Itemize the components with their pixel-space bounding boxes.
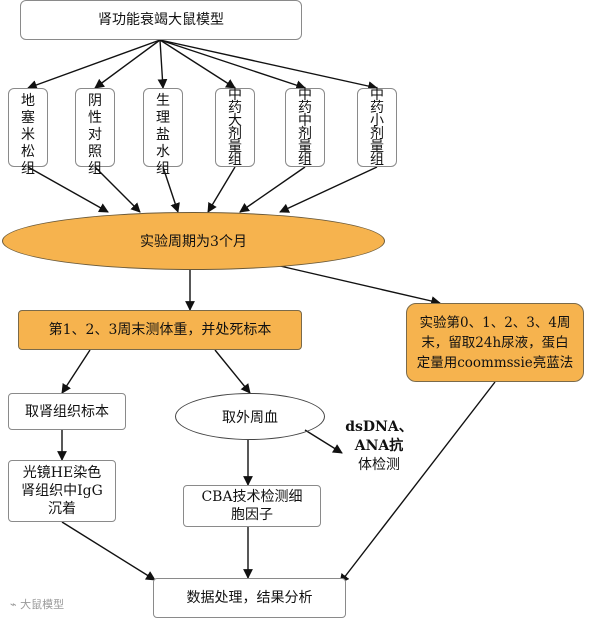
group6-char: 量 — [370, 139, 384, 155]
model-label: 肾功能衰竭大鼠模型 — [98, 12, 224, 28]
group-node-5: 中 药 中 剂 量 组 — [285, 88, 325, 167]
group5-char: 中 — [298, 113, 312, 129]
kidney-label: 取肾组织标本 — [25, 403, 109, 420]
group3-char: 组 — [156, 161, 170, 177]
group2-char: 组 — [88, 161, 102, 177]
weigh-label: 第1、2、3周末测体重，并处死标本 — [48, 322, 272, 338]
group-node-2: 阴 性 对 照 组 — [75, 88, 115, 177]
group6-char: 剂 — [370, 126, 384, 142]
he-line1: 光镜HE染色 — [22, 465, 102, 481]
group4-char: 组 — [228, 152, 242, 168]
arrow-model-to-group6 — [159, 39, 378, 91]
arrow-blood-to-dsdna — [304, 429, 343, 454]
arrow-group2-to-period — [94, 166, 141, 213]
arrow-weigh-to-blood — [214, 349, 251, 394]
group5-char: 药 — [298, 100, 312, 116]
group-node-1: 地 塞 米 松 组 — [8, 88, 48, 177]
group-node-3: 生 理 盐 水 组 — [143, 88, 183, 177]
arrow-weigh-to-kidney — [61, 349, 91, 394]
arrow-model-to-group5 — [159, 39, 306, 90]
group1-char: 米 — [21, 127, 35, 143]
arrow-period-to-urine — [279, 265, 441, 306]
arrow-group5-to-period — [239, 166, 306, 213]
cba-line2: 胞因子 — [231, 507, 273, 523]
group1-char: 松 — [21, 144, 35, 160]
dsdna-node: dsDNA、 ANA抗 体检测 — [340, 418, 418, 475]
group4-char: 药 — [228, 100, 242, 116]
kidney-node: 取肾组织标本 — [8, 393, 126, 430]
arrow-group3-to-period — [162, 166, 180, 213]
he-node: 光镜HE染色 肾组织中IgG 沉着 — [8, 460, 116, 522]
urine-node: 实验第0、1、2、3、4周 末，留取24h尿液，蛋白 定量用coommssie亮… — [406, 303, 584, 382]
group5-char: 组 — [298, 152, 312, 168]
arrow-model-to-group1 — [27, 39, 161, 90]
arrow-group4-to-period — [207, 166, 236, 213]
group4-char: 大 — [228, 113, 242, 129]
arrow-he-to-result — [61, 521, 156, 581]
arrow-group6-to-period — [279, 166, 378, 213]
group4-char: 剂 — [228, 126, 242, 142]
dsdna-line1: dsDNA、 — [345, 419, 413, 435]
group4-char: 量 — [228, 139, 242, 155]
cba-node: CBA技术检测细 胞因子 — [183, 485, 321, 527]
period-node: 实验周期为3个月 — [2, 212, 385, 270]
watermark-text: 大鼠模型 — [20, 598, 65, 611]
dsdna-line3: 体检测 — [358, 457, 400, 473]
arrow-urine-to-result — [339, 381, 496, 584]
group4-char: 中 — [228, 87, 242, 103]
watermark-icon: ⌁ — [10, 598, 21, 611]
model-node: 肾功能衰竭大鼠模型 — [20, 0, 302, 40]
urine-line1: 实验第0、1、2、3、4周 — [419, 314, 571, 331]
group-node-4: 中 药 大 剂 量 组 — [215, 88, 255, 167]
group3-char: 理 — [156, 110, 170, 126]
group2-char: 性 — [88, 110, 102, 126]
group3-char: 盐 — [156, 127, 170, 143]
group-node-6: 中 药 小 剂 量 组 — [357, 88, 397, 167]
arrow-group1-to-period — [27, 166, 109, 213]
group2-char: 对 — [88, 127, 102, 143]
group1-char: 组 — [21, 161, 35, 177]
group3-char: 水 — [156, 144, 170, 160]
urine-line2: 末，留取24h尿液，蛋白 — [421, 334, 569, 351]
weigh-node: 第1、2、3周末测体重，并处死标本 — [18, 310, 302, 350]
group6-char: 中 — [370, 87, 384, 103]
he-line3: 沉着 — [48, 501, 76, 517]
group2-char: 照 — [88, 144, 102, 160]
group6-char: 组 — [370, 152, 384, 168]
watermark: ⌁ 大鼠模型 — [10, 596, 64, 612]
group1-char: 地 — [21, 93, 35, 109]
group2-char: 阴 — [88, 93, 102, 109]
result-label: 数据处理，结果分析 — [186, 590, 313, 606]
result-node: 数据处理，结果分析 — [153, 578, 346, 618]
group6-char: 小 — [370, 113, 384, 129]
group5-char: 量 — [298, 139, 312, 155]
arrow-model-to-group3 — [157, 39, 168, 89]
he-line2: 肾组织中IgG — [21, 483, 103, 499]
arrow-model-to-group2 — [94, 39, 161, 89]
cba-line1: CBA技术检测细 — [201, 489, 303, 505]
blood-label: 取外周血 — [222, 409, 278, 426]
urine-line3: 定量用coommssie亮蓝法 — [416, 354, 574, 371]
period-label: 实验周期为3个月 — [140, 234, 247, 250]
group6-char: 药 — [370, 100, 384, 116]
dsdna-line2: ANA抗 — [354, 438, 404, 454]
arrow-model-to-group4 — [159, 39, 236, 89]
group3-char: 生 — [156, 93, 170, 109]
group1-char: 塞 — [21, 110, 35, 126]
group5-char: 中 — [298, 87, 312, 103]
group5-char: 剂 — [298, 126, 312, 142]
blood-node: 取外周血 — [175, 393, 325, 440]
